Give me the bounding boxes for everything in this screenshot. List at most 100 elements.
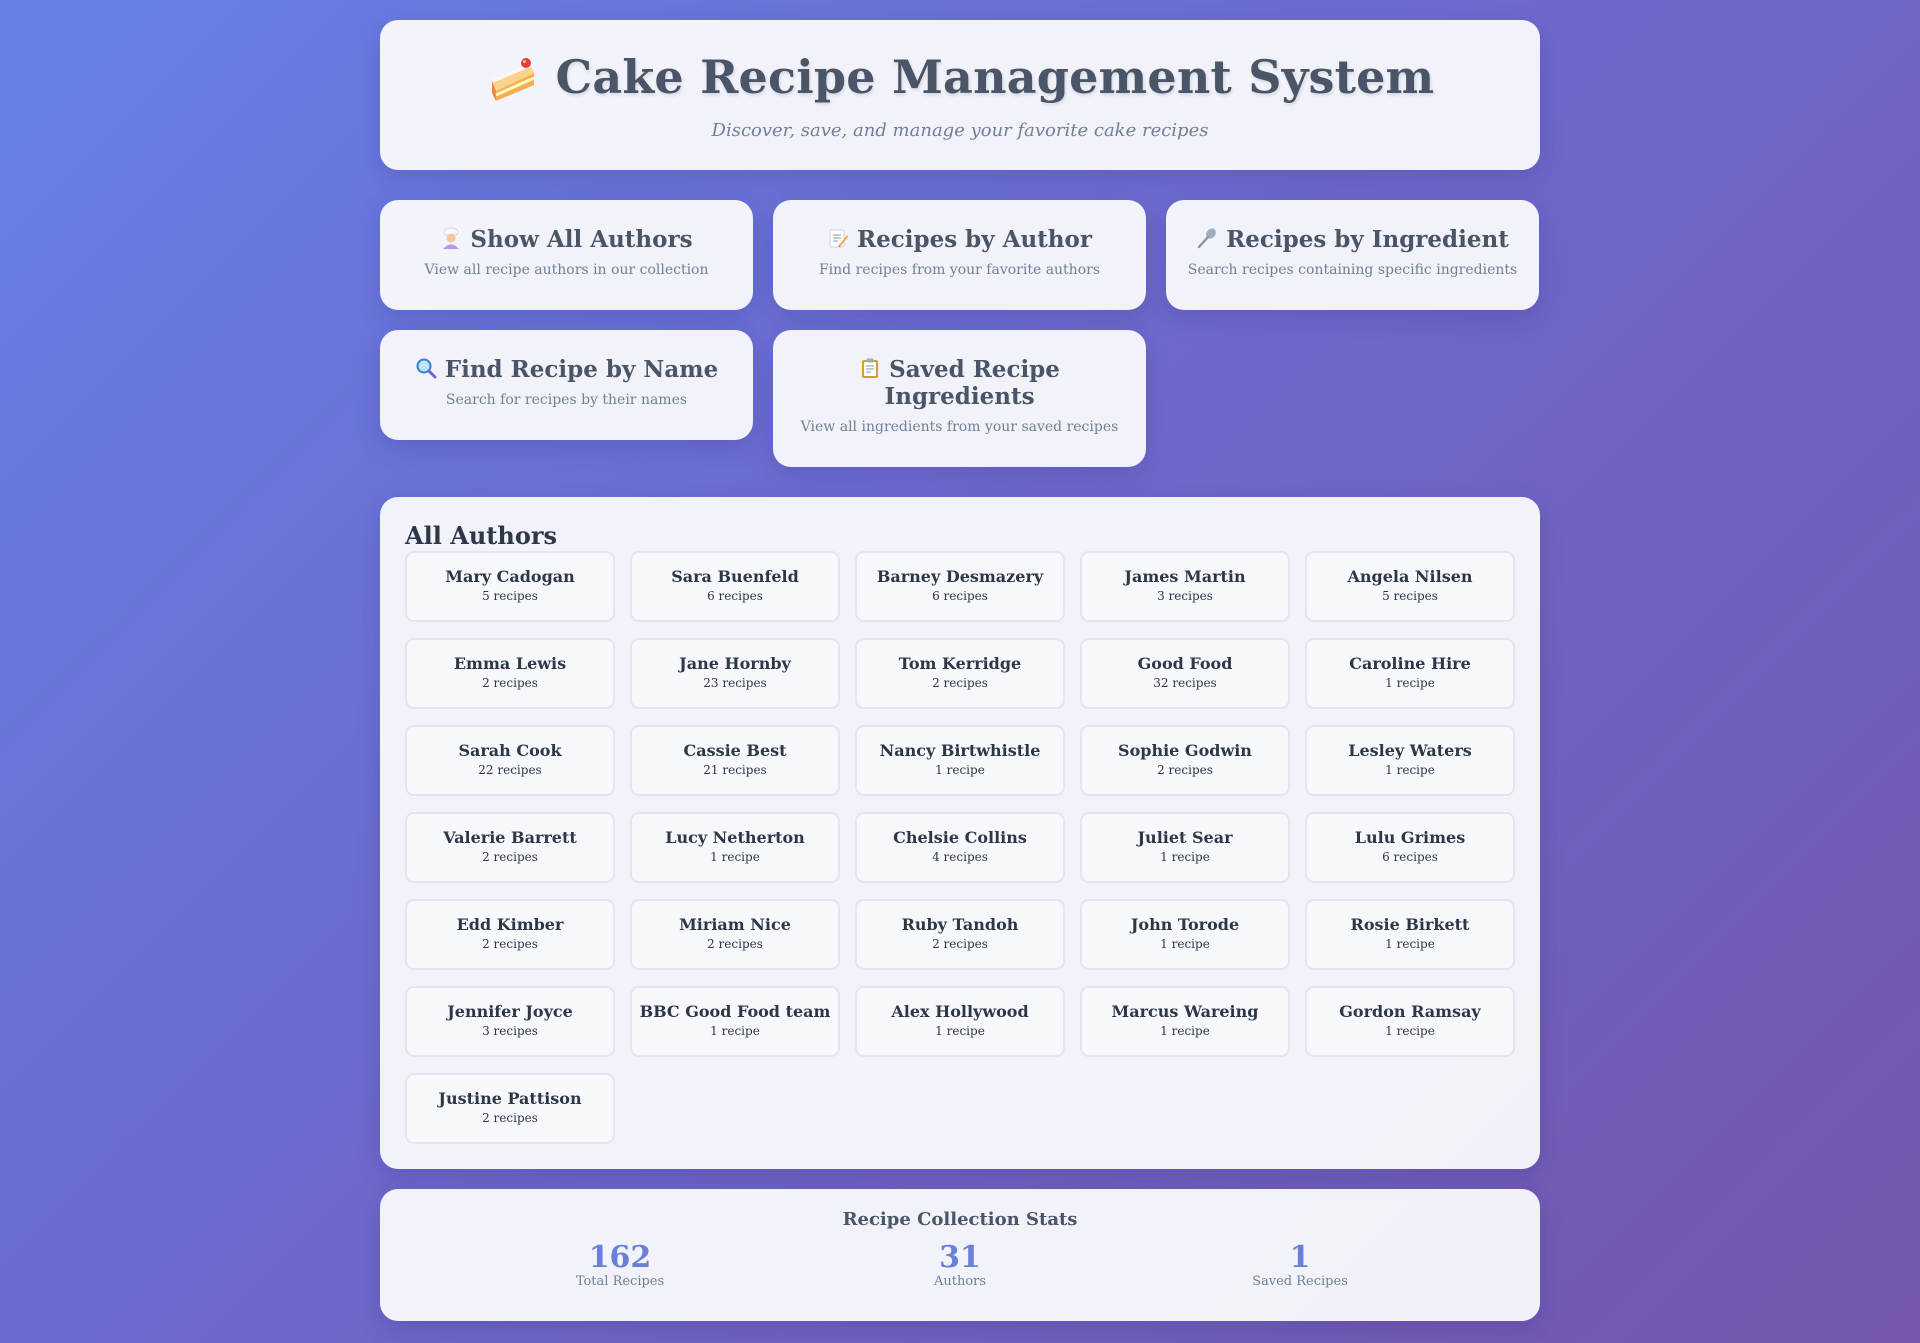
author-recipe-count: 1 recipe [1385, 1024, 1435, 1038]
author-recipe-count: 2 recipes [482, 1111, 538, 1125]
recipes-by-author-label: Recipes by Author [857, 226, 1092, 253]
cake-icon [490, 58, 535, 101]
author-recipe-count: 2 recipes [1157, 763, 1213, 777]
author-recipe-count: 1 recipe [1160, 1024, 1210, 1038]
author-card[interactable]: Sarah Cook 22 recipes [405, 725, 615, 796]
recipes-by-author-title: Recipes by Author [791, 226, 1128, 253]
author-card[interactable]: Gordon Ramsay 1 recipe [1305, 986, 1515, 1057]
author-recipe-count: 2 recipes [932, 676, 988, 690]
author-recipe-count: 2 recipes [932, 937, 988, 951]
author-recipe-count: 5 recipes [482, 589, 538, 603]
author-name: John Torode [1130, 915, 1240, 934]
show-all-authors-button[interactable]: Show All Authors View all recipe authors… [380, 200, 753, 310]
header-card: Cake Recipe Management System Discover, … [380, 20, 1540, 170]
author-recipe-count: 6 recipes [1382, 850, 1438, 864]
author-card[interactable]: Jane Hornby 23 recipes [630, 638, 840, 709]
stats-row: 162 Total Recipes 31 Authors 1 Saved Rec… [380, 1240, 1540, 1290]
author-card[interactable]: Emma Lewis 2 recipes [405, 638, 615, 709]
saved-recipe-ingredients-button[interactable]: Saved Recipe Ingredients View all ingred… [773, 330, 1146, 467]
author-recipe-count: 2 recipes [482, 937, 538, 951]
page-subtitle: Discover, save, and manage your favorite… [711, 120, 1209, 141]
author-card[interactable]: BBC Good Food team 1 recipe [630, 986, 840, 1057]
recipes-by-author-button[interactable]: Recipes by Author Find recipes from your… [773, 200, 1146, 310]
author-name: Edd Kimber [456, 915, 564, 934]
recipes-by-ingredient-button[interactable]: Recipes by Ingredient Search recipes con… [1166, 200, 1539, 310]
author-card[interactable]: Tom Kerridge 2 recipes [855, 638, 1065, 709]
author-name: Valerie Barrett [443, 828, 577, 847]
find-recipe-by-name-title: Find Recipe by Name [398, 356, 735, 383]
author-recipe-count: 6 recipes [707, 589, 763, 603]
author-card[interactable]: Good Food 32 recipes [1080, 638, 1290, 709]
author-name: Sarah Cook [458, 741, 562, 760]
author-recipe-count: 1 recipe [1385, 763, 1435, 777]
author-recipe-count: 1 recipe [710, 1024, 760, 1038]
author-recipe-count: 32 recipes [1153, 676, 1217, 690]
author-name: Marcus Wareing [1111, 1002, 1259, 1021]
author-recipe-count: 23 recipes [703, 676, 767, 690]
author-recipe-count: 3 recipes [1157, 589, 1213, 603]
recipes-by-ingredient-title: Recipes by Ingredient [1184, 226, 1521, 253]
author-recipe-count: 1 recipe [1385, 676, 1435, 690]
authors-heading: All Authors [405, 521, 557, 550]
author-name: Gordon Ramsay [1339, 1002, 1481, 1021]
show-all-authors-label: Show All Authors [470, 226, 693, 253]
author-card[interactable]: Sophie Godwin 2 recipes [1080, 725, 1290, 796]
author-name: Good Food [1137, 654, 1233, 673]
author-name: BBC Good Food team [639, 1002, 831, 1021]
author-card[interactable]: Edd Kimber 2 recipes [405, 899, 615, 970]
magnifier-icon [416, 358, 437, 379]
find-recipe-by-name-button[interactable]: Find Recipe by Name Search for recipes b… [380, 330, 753, 440]
author-name: Alex Hollywood [891, 1002, 1029, 1021]
action-grid: Show All Authors View all recipe authors… [380, 200, 1540, 467]
author-recipe-count: 1 recipe [710, 850, 760, 864]
author-recipe-count: 21 recipes [703, 763, 767, 777]
author-name: Caroline Hire [1349, 654, 1471, 673]
author-name: Sophie Godwin [1118, 741, 1252, 760]
stat-value: 1 [1289, 1240, 1311, 1275]
author-card[interactable]: Marcus Wareing 1 recipe [1080, 986, 1290, 1057]
saved-recipe-ingredients-title: Saved Recipe Ingredients [791, 356, 1128, 410]
author-name: Sara Buenfeld [671, 567, 799, 586]
stat-saved-recipes: 1 Saved Recipes [1200, 1240, 1400, 1290]
saved-recipe-ingredients-label: Saved Recipe Ingredients [884, 356, 1060, 410]
author-card[interactable]: Sara Buenfeld 6 recipes [630, 551, 840, 622]
stat-label: Authors [933, 1274, 987, 1289]
author-recipe-count: 2 recipes [482, 676, 538, 690]
stats-heading: Recipe Collection Stats [842, 1209, 1078, 1230]
clipboard-icon [862, 358, 879, 378]
author-card[interactable]: Lesley Waters 1 recipe [1305, 725, 1515, 796]
show-all-authors-title: Show All Authors [398, 226, 735, 253]
author-name: Jennifer Joyce [447, 1002, 573, 1021]
author-name: Tom Kerridge [898, 654, 1022, 673]
author-name: Emma Lewis [453, 654, 567, 673]
author-name: Nancy Birtwhistle [879, 741, 1041, 760]
recipes-by-ingredient-desc: Search recipes containing specific ingre… [1187, 262, 1518, 278]
author-name: Lesley Waters [1348, 741, 1472, 760]
author-recipe-count: 3 recipes [482, 1024, 538, 1038]
author-card[interactable]: Caroline Hire 1 recipe [1305, 638, 1515, 709]
author-name: Jane Hornby [679, 654, 791, 673]
author-recipe-count: 22 recipes [478, 763, 542, 777]
author-card[interactable]: Jennifer Joyce 3 recipes [405, 986, 615, 1057]
app-container: Cake Recipe Management System Discover, … [380, 20, 1540, 1321]
author-recipe-count: 2 recipes [707, 937, 763, 951]
author-name: Rosie Birkett [1350, 915, 1470, 934]
